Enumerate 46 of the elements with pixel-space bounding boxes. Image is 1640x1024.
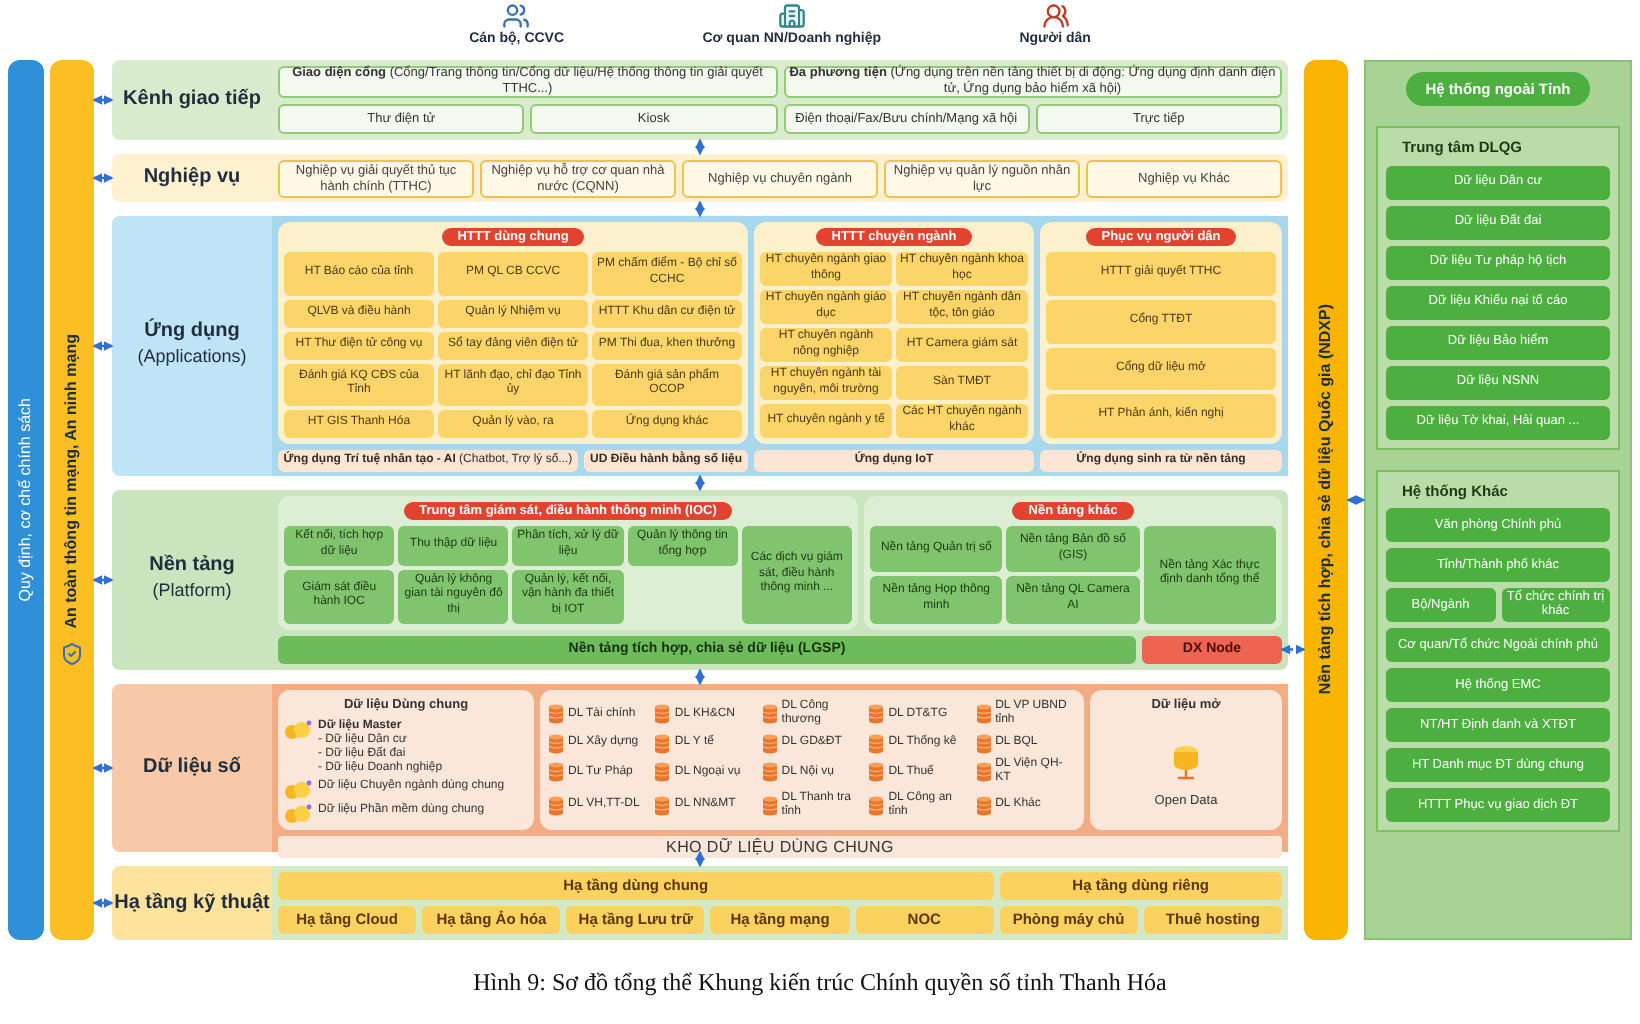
- layer-title: Ứng dụng: [144, 320, 240, 345]
- layer-panel: [112, 154, 1288, 202]
- system-panel: [1376, 469, 1620, 832]
- layer-title: (Applications): [137, 344, 247, 371]
- vertical-banner: [50, 60, 94, 940]
- banner-text: Nền tảng tích hợp, chia sẻ dữ liệu Quốc gia (NDXP): [1314, 304, 1336, 696]
- layer-panel: [112, 684, 1288, 852]
- database-panel: [540, 690, 1084, 830]
- caption: Hình 9: Sơ đồ tổng thể Khung kiến trúc Chính quyền số tỉnh Thanh Hóa: [471, 966, 1169, 1000]
- data-panel: [278, 690, 534, 830]
- connector-arrow: [92, 575, 114, 585]
- layer-title: Dữ liệu số: [143, 756, 241, 780]
- banner-text: An toàn thông tin mạng, An ninh mạng: [60, 334, 82, 630]
- layer-title: Hạ tầng kỹ thuật: [114, 891, 270, 915]
- connector-arrow: [1346, 495, 1366, 505]
- connector-arrow: [92, 341, 114, 351]
- vertical-banner: [1304, 60, 1348, 940]
- system-panel: [1376, 126, 1620, 449]
- connector-arrow: [695, 668, 705, 686]
- data-panel: [1090, 690, 1282, 830]
- group-panel: [278, 496, 858, 629]
- connector-arrow: [695, 200, 705, 218]
- external-panel: [1364, 60, 1632, 940]
- layer-title: Nghiệp vụ: [143, 166, 241, 190]
- storage-bar: KHO DỮ LIỆU DÙNG CHUNG: [278, 835, 1282, 858]
- layer-title: Kênh giao tiếp: [123, 88, 261, 112]
- group-panel: [278, 222, 748, 444]
- connector-arrow: [92, 763, 114, 773]
- connector-arrow: [695, 138, 705, 156]
- connector-arrow: [695, 474, 705, 492]
- layer-panel: [112, 490, 1288, 670]
- connector-arrow: [1280, 644, 1306, 655]
- connector-arrow: [695, 850, 705, 868]
- group-panel: [864, 496, 1282, 629]
- layer-panel: [112, 866, 1288, 940]
- connector-arrow: [92, 95, 114, 105]
- group-panel: [1040, 222, 1282, 444]
- layer-title: (Platform): [152, 578, 232, 605]
- connector-arrow: [92, 173, 114, 183]
- group-panel: [754, 222, 1034, 444]
- vertical-banner: [8, 60, 44, 940]
- banner-text: Quy định, cơ chế chính sách: [14, 398, 36, 602]
- layer-panel: [112, 216, 1288, 476]
- layer-panel: [112, 60, 1288, 140]
- layer-title: Nền tảng: [149, 554, 235, 579]
- connector-arrow: [92, 898, 114, 908]
